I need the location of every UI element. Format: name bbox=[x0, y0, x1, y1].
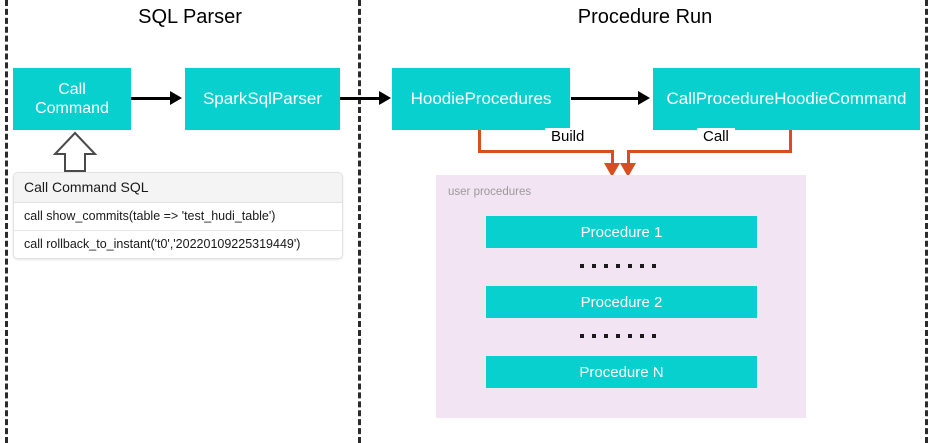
node-hoodie-procedures[interactable]: HoodieProcedures bbox=[392, 68, 570, 130]
arrow-sparksqlparser-to-hoodieprocedures-line bbox=[340, 97, 382, 100]
edge-label-build: Build bbox=[545, 128, 591, 145]
arrow-hoodieprocedures-to-callprocedure-line bbox=[571, 97, 639, 100]
procedure-item-n[interactable]: Procedure N bbox=[486, 356, 757, 388]
section-title-sql-parser: SQL Parser bbox=[138, 6, 242, 28]
sql-table-row: call rollback_to_instant('t0','202201092… bbox=[14, 231, 342, 258]
node-call-procedure-hoodie-command[interactable]: CallProcedureHoodieCommand bbox=[653, 68, 920, 130]
node-spark-sql-parser[interactable]: SparkSqlParser bbox=[185, 68, 340, 130]
node-call-command-line1: Call bbox=[58, 81, 86, 98]
arrow-callcommand-to-sparksqlparser-line bbox=[131, 97, 171, 100]
connector-call-vertical bbox=[789, 130, 792, 152]
divider-right bbox=[925, 0, 928, 443]
node-call-command-line2: Command bbox=[35, 100, 109, 117]
uparrow-sql-to-callcommand-icon bbox=[52, 131, 98, 173]
connector-build-vertical bbox=[478, 130, 481, 152]
procedure-item-n-label: Procedure N bbox=[579, 363, 664, 381]
arrow-sparksqlparser-to-hoodieprocedures-head bbox=[379, 91, 391, 105]
sql-table-row: call show_commits(table => 'test_hudi_ta… bbox=[14, 203, 342, 231]
connector-build-arrowhead bbox=[604, 163, 620, 177]
procedure-item-1-label: Procedure 1 bbox=[580, 223, 663, 241]
divider-middle bbox=[358, 0, 361, 443]
node-call-procedure-hoodie-command-label: CallProcedureHoodieCommand bbox=[666, 89, 907, 108]
connector-call-horizontal bbox=[627, 150, 792, 153]
divider-left bbox=[5, 0, 8, 443]
arrow-callcommand-to-sparksqlparser-head bbox=[170, 91, 182, 105]
node-call-command[interactable]: Call Command bbox=[13, 68, 131, 130]
procedure-item-2[interactable]: Procedure 2 bbox=[486, 286, 757, 318]
user-procedures-label: user procedures bbox=[448, 186, 532, 198]
ellipsis-separator-2 bbox=[580, 334, 656, 338]
procedure-item-2-label: Procedure 2 bbox=[580, 293, 663, 311]
edge-label-call: Call bbox=[697, 128, 735, 145]
node-hoodie-procedures-label: HoodieProcedures bbox=[410, 89, 552, 108]
call-command-sql-table: Call Command SQL call show_commits(table… bbox=[13, 172, 343, 259]
procedure-item-1[interactable]: Procedure 1 bbox=[486, 216, 757, 248]
section-title-procedure-run: Procedure Run bbox=[577, 6, 713, 28]
ellipsis-separator-1 bbox=[580, 264, 656, 268]
connector-build-drop bbox=[611, 150, 614, 166]
arrow-hoodieprocedures-to-callprocedure-head bbox=[638, 91, 650, 105]
node-spark-sql-parser-label: SparkSqlParser bbox=[202, 89, 323, 108]
sql-table-header: Call Command SQL bbox=[14, 173, 342, 203]
connector-build-horizontal bbox=[478, 150, 613, 153]
connector-call-drop bbox=[627, 150, 630, 166]
connector-call-arrowhead bbox=[620, 163, 636, 177]
